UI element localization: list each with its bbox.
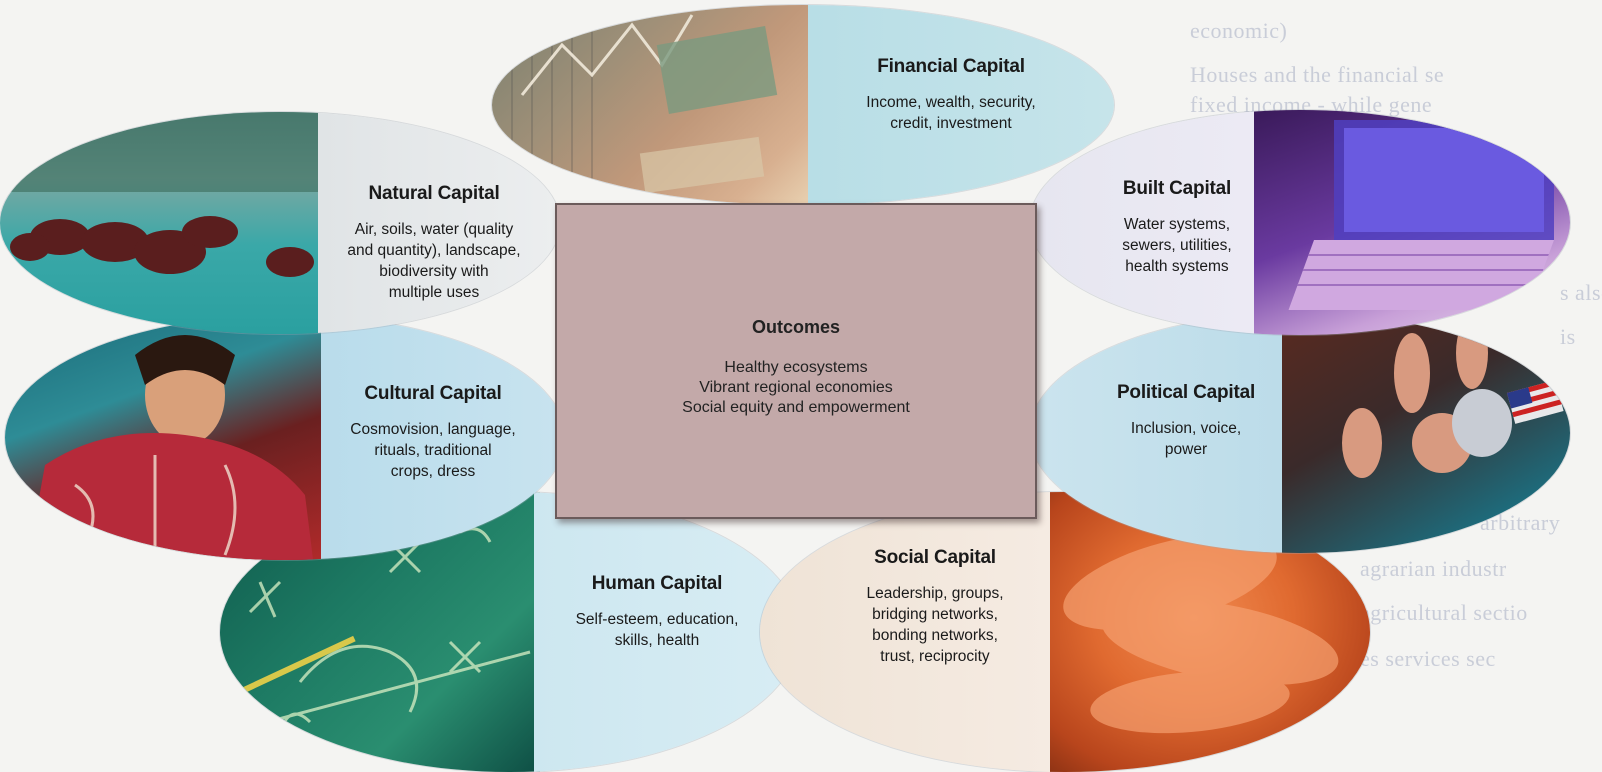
cheering-crowd-icon — [1342, 317, 1564, 478]
human-capital-panel: Human Capital Self-esteem, education,ski… — [534, 492, 800, 772]
cultural-capital-ellipse: Cultural Capital Cosmovision, language,r… — [5, 315, 565, 560]
outcomes-list: Healthy ecosystems Vibrant regional econ… — [682, 358, 910, 418]
outcomes-title: Outcomes — [751, 317, 841, 337]
crowd-photo — [1282, 313, 1570, 553]
outcome-item: Healthy ecosystems — [724, 359, 868, 376]
financial-capital-panel: Financial Capital Income, wealth, securi… — [808, 5, 1114, 205]
outcome-item: Vibrant regional economies — [699, 379, 893, 396]
financial-capital-desc: Income, wealth, security,credit, investm… — [866, 94, 1036, 132]
cultural-capital-title: Cultural Capital — [364, 383, 502, 404]
human-capital-desc: Self-esteem, education,skills, health — [575, 611, 739, 649]
dancer-photo — [5, 315, 321, 560]
financial-capital-title: Financial Capital — [877, 56, 1025, 77]
laptop-icon — [1288, 120, 1554, 310]
stock-chart-money-icon — [511, 5, 778, 205]
financial-capital-ellipse: Financial Capital Income, wealth, securi… — [492, 5, 1114, 205]
social-capital-panel: Social Capital Leadership, groups,bridgi… — [760, 492, 1050, 772]
background-text-line: economic) — [1190, 18, 1288, 43]
natural-capital-ellipse: Natural Capital Air, soils, water (quali… — [0, 112, 560, 334]
money-photo — [492, 5, 808, 205]
dancer-figure-icon — [27, 335, 314, 560]
background-text-line: Houses and the financial se — [1190, 62, 1445, 87]
background-text-line: agrarian industr — [1360, 556, 1507, 581]
cattle-herd-icon — [0, 112, 318, 277]
outcome-item: Social equity and empowerment — [682, 399, 910, 416]
political-capital-title: Political Capital — [1116, 381, 1256, 403]
political-capital-panel: Political Capital Inclusion, voice,power — [1030, 313, 1282, 553]
cultural-capital-panel: Cultural Capital Cosmovision, language,r… — [321, 315, 565, 560]
social-capital-title: Social Capital — [874, 547, 996, 568]
human-capital-title: Human Capital — [591, 573, 723, 594]
background-text-line: agricultural sectio — [1360, 600, 1528, 625]
cattle-photo — [0, 112, 318, 334]
laptop-photo — [1254, 110, 1570, 335]
built-capital-desc: Water systems,sewers, utilities,health s… — [1122, 216, 1232, 275]
social-capital-desc: Leadership, groups,bridging networks, bo… — [866, 585, 1004, 665]
outcomes-box: Outcomes Healthy ecosystems Vibrant regi… — [555, 203, 1037, 519]
background-text-line: es services sec — [1360, 646, 1496, 671]
political-capital-ellipse: Political Capital Inclusion, voice,power — [1030, 313, 1570, 553]
political-capital-desc: Inclusion, voice,power — [1130, 419, 1242, 458]
cultural-capital-desc: Cosmovision, language,rituals, tradition… — [350, 421, 516, 480]
natural-capital-title: Natural Capital — [368, 183, 500, 204]
built-capital-title: Built Capital — [1122, 178, 1232, 199]
joined-hands-icon — [1063, 534, 1339, 734]
